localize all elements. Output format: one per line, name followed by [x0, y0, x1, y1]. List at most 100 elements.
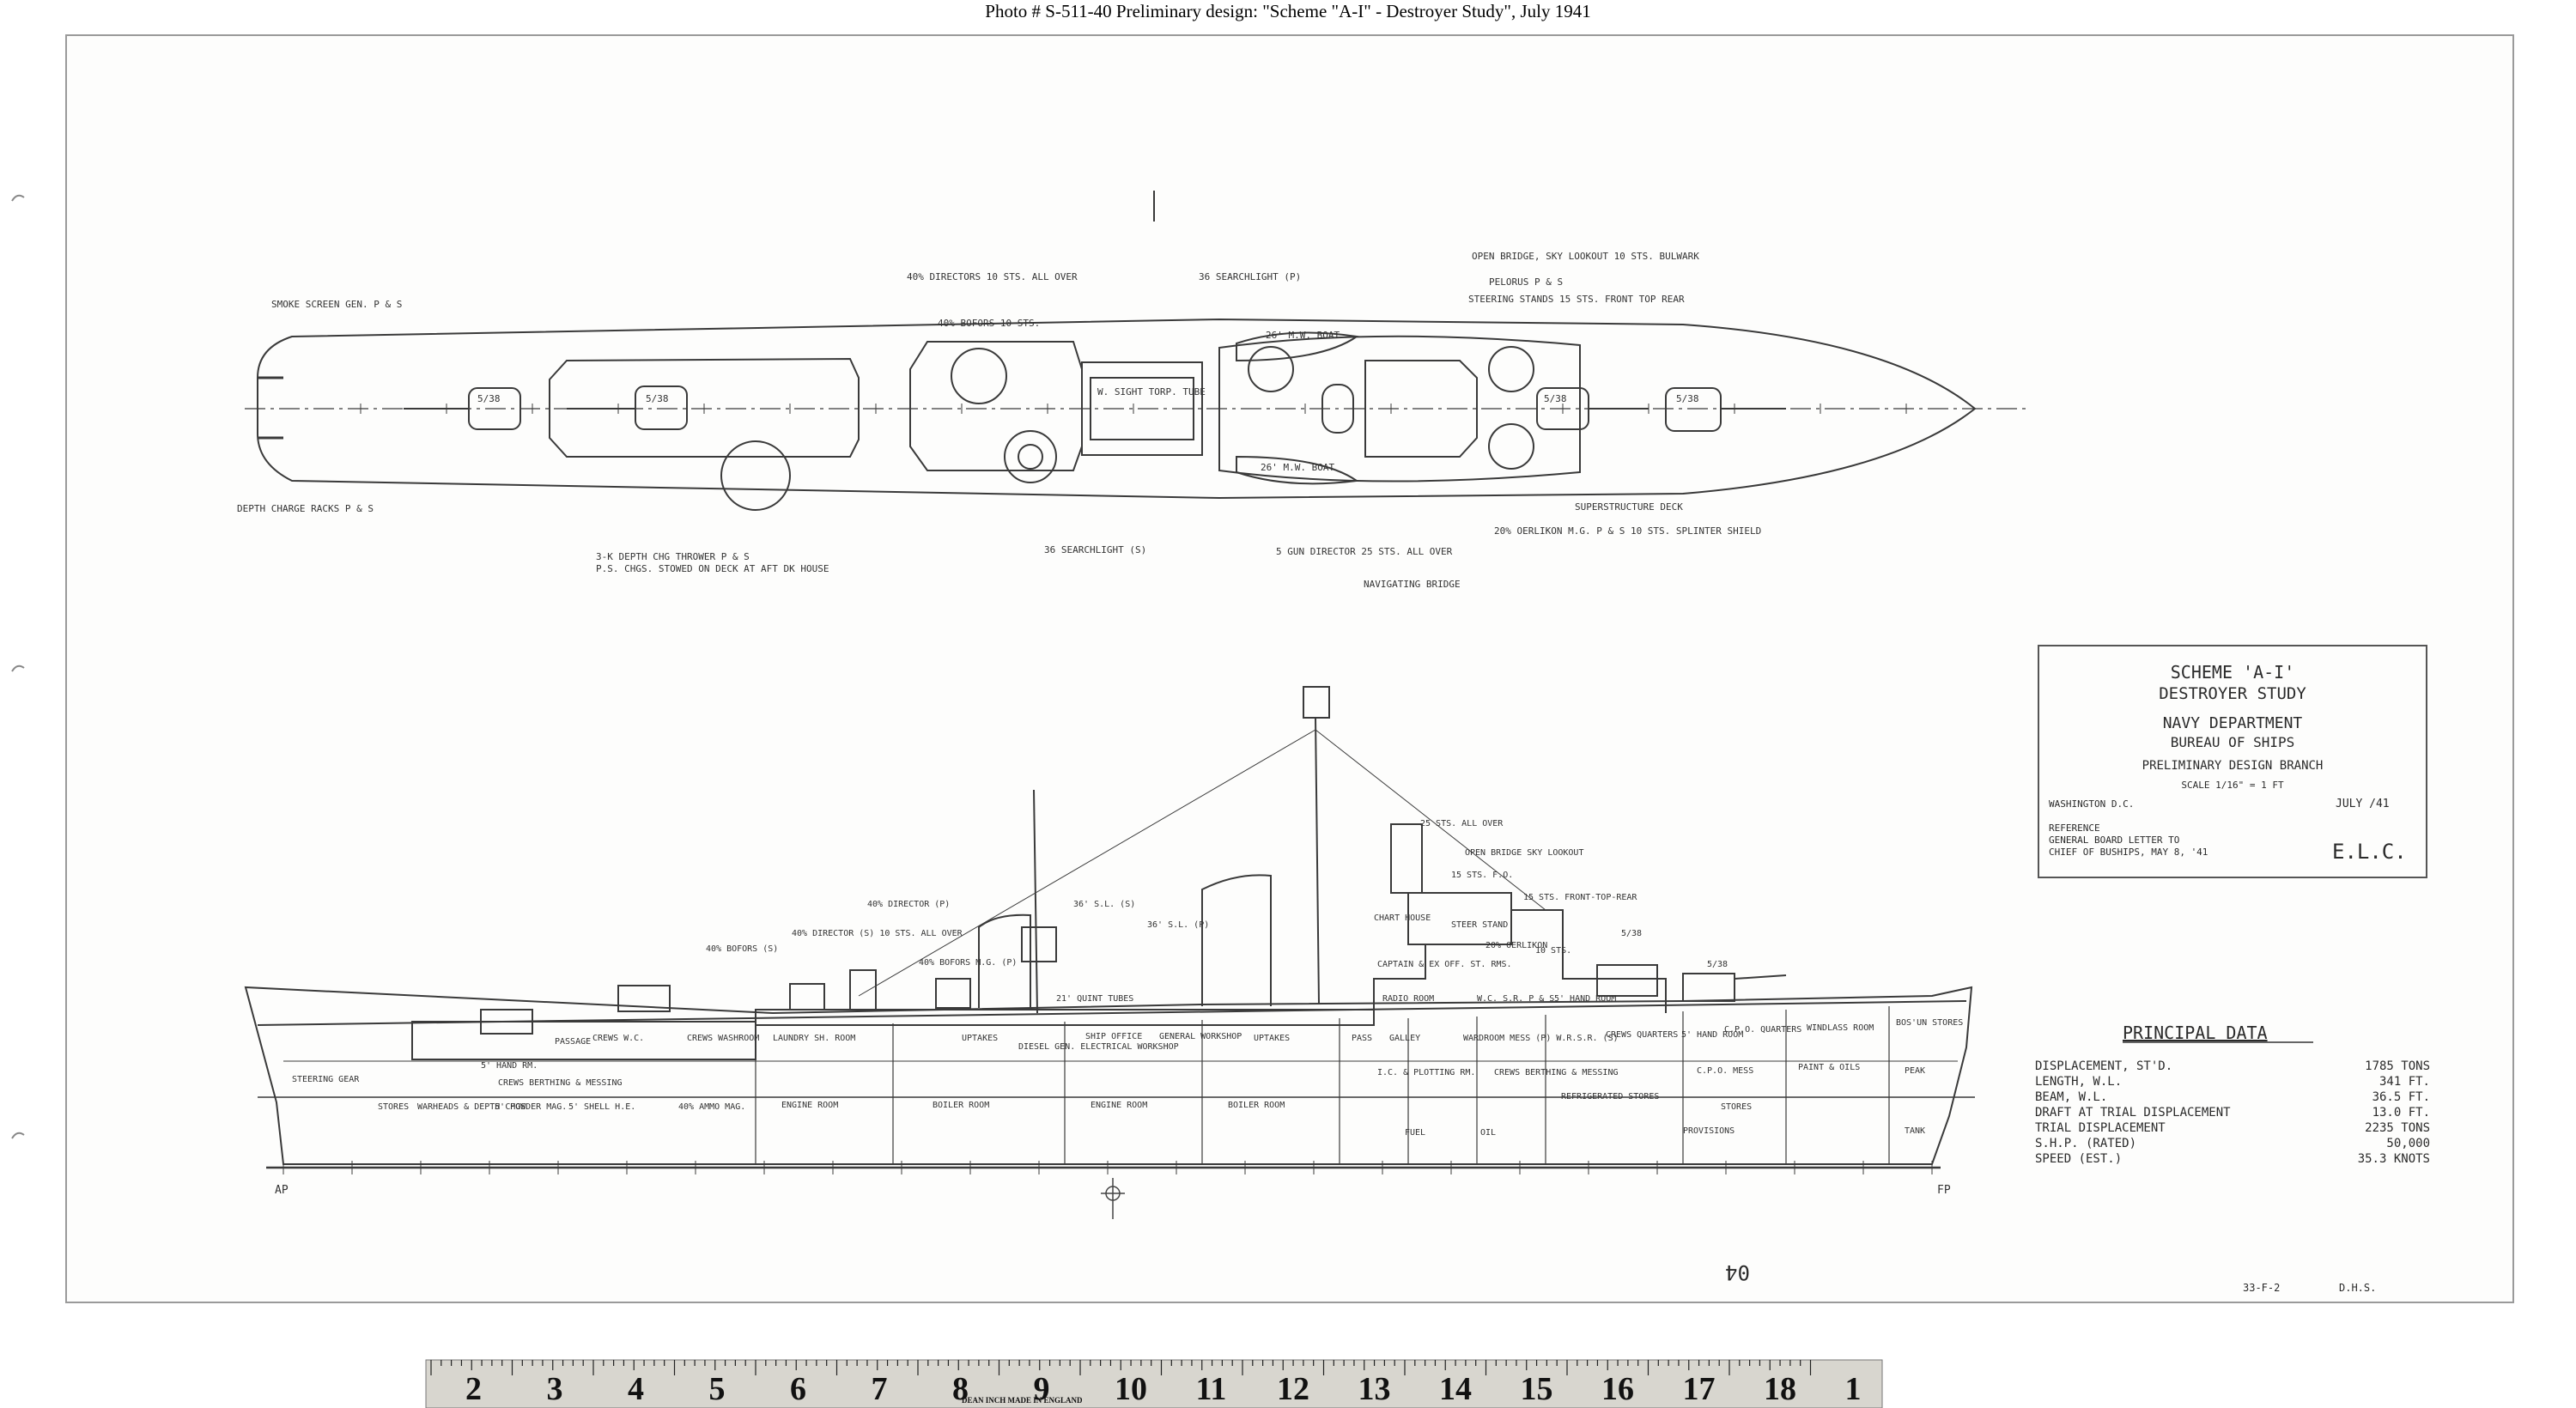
- principal-data-label: S.H.P. (RATED): [2035, 1137, 2136, 1150]
- file-reference: 33-F-2: [2243, 1282, 2280, 1294]
- director-tower: [1390, 823, 1423, 894]
- label-windlass: WINDLASS ROOM: [1807, 1023, 1874, 1033]
- principal-data-value: 35.3 KNOTS: [2358, 1152, 2430, 1166]
- principal-data-label: SPEED (EST.): [2035, 1152, 2122, 1166]
- bofors-tub-mid-1: [951, 348, 1007, 404]
- label-mount-c: 5/38: [1544, 393, 1567, 404]
- title-ref-3: CHIEF OF BUSHIPS, MAY 8, '41: [2049, 847, 2208, 858]
- superstructure-outline: [1218, 335, 1581, 482]
- label-director-1: 40% DIRECTOR (S) 10 STS. ALL OVER: [792, 929, 963, 938]
- gun-aft-2-profile: [617, 985, 671, 1012]
- label-captain: CAPTAIN & EX OFF. ST. RMS.: [1377, 960, 1512, 969]
- principal-data-label: DRAFT AT TRIAL DISPLACEMENT: [2035, 1106, 2231, 1120]
- label-cpo-quarters: C.P.O. QUARTERS: [1724, 1025, 1801, 1035]
- label-ship-office: SHIP OFFICE: [1085, 1032, 1142, 1041]
- label-searchlight-top: 36 SEARCHLIGHT (P): [1199, 271, 1301, 282]
- title-line-5: PRELIMINARY DESIGN BRANCH: [2142, 759, 2324, 773]
- label-powder-mag: 5' POWDER MAG.: [495, 1102, 567, 1112]
- principal-data-label: LENGTH, W.L.: [2035, 1075, 2122, 1089]
- label-chart-house: CHART HOUSE: [1374, 913, 1431, 923]
- label-boat-bottom: 26' M.W. BOAT: [1261, 462, 1334, 473]
- sheet-footer: 04 33-F-2 D.H.S.: [1725, 1260, 2376, 1294]
- ruler-number: 8: [952, 1371, 969, 1407]
- label-ap: AP: [275, 1184, 289, 1197]
- label-engine-aft: ENGINE ROOM: [781, 1101, 838, 1110]
- plan-view: [245, 191, 2026, 511]
- title-line-3: NAVY DEPARTMENT: [2163, 714, 2303, 732]
- label-sky-lookout: OPEN BRIDGE SKY LOOKOUT: [1465, 848, 1583, 858]
- label-hand-room-2: 5' HAND ROOM: [1681, 1030, 1743, 1040]
- label-director-2: 40% DIRECTOR (P): [867, 900, 950, 909]
- label-peak: PEAK: [1905, 1066, 1925, 1076]
- title-date: JULY /41: [2336, 798, 2390, 810]
- label-oil: OIL: [1480, 1128, 1496, 1138]
- label-cpo-mess: C.P.O. MESS: [1697, 1066, 1753, 1076]
- title-block-border: [2038, 645, 2427, 878]
- label-directors-40mm: 40% DIRECTORS 10 STS. ALL OVER: [907, 271, 1078, 282]
- gun-fwd-1-profile: [1596, 964, 1658, 997]
- label-navigating-bridge: NAVIGATING BRIDGE: [1364, 579, 1461, 590]
- label-boiler-aft: BOILER ROOM: [933, 1101, 989, 1110]
- funnel-aft-profile: [978, 913, 1031, 1008]
- principal-data-label: DISPLACEMENT, ST'D.: [2035, 1059, 2172, 1073]
- label-crews-berthing: CREWS BERTHING & MESSING: [498, 1078, 623, 1088]
- ruler-number: 11: [1196, 1371, 1227, 1407]
- principal-data-heading: PRINCIPAL DATA: [2123, 1023, 2268, 1043]
- ruler-ticks: [430, 1360, 1812, 1375]
- label-workshop: GENERAL WORKSHOP: [1159, 1032, 1242, 1041]
- funnel-fwd-profile: [1201, 874, 1272, 1006]
- label-engine-fwd: ENGINE ROOM: [1091, 1101, 1147, 1110]
- bofors-tub-profile-1: [789, 983, 825, 1010]
- profile-view: [244, 686, 1975, 1174]
- baseline-frame-ticks: [283, 1161, 1933, 1174]
- principal-data-value: 2235 TONS: [2365, 1121, 2430, 1135]
- label-crews-wc: CREWS W.C.: [592, 1034, 644, 1043]
- label-depth-charge-throwers: 3-K DEPTH CHG THROWER P & S: [596, 551, 750, 562]
- ruler-body: [425, 1359, 1883, 1408]
- label-boat-top: 26' M.W. BOAT: [1266, 330, 1340, 341]
- title-place: WASHINGTON D.C.: [2049, 798, 2134, 810]
- label-laundry: LAUNDRY SH. ROOM: [773, 1034, 855, 1043]
- ruler-number: 4: [628, 1371, 644, 1407]
- label-stores-aft: STORES: [378, 1102, 409, 1112]
- ruler-number: 18: [1764, 1371, 1796, 1407]
- label-smoke-screen: SMOKE SCREEN GEN. P & S: [271, 299, 402, 310]
- ruler-number: 7: [872, 1371, 888, 1407]
- bridge-block: [1364, 360, 1478, 458]
- label-crews-quarters: CREWS QUARTERS: [1606, 1030, 1678, 1040]
- label-ic-plotting: I.C. & PLOTTING RM.: [1377, 1068, 1475, 1077]
- title-initials: E.L.C.: [2332, 840, 2407, 864]
- label-hand-room: 5' HAND ROOM: [1554, 994, 1616, 1004]
- label-crews-washroom: CREWS WASHROOM: [687, 1034, 759, 1043]
- principal-data-value: 1785 TONS: [2365, 1059, 2430, 1073]
- midship-mark: [1101, 1178, 1125, 1219]
- label-paint: PAINT & OILS: [1798, 1063, 1860, 1072]
- label-galley: GALLEY: [1389, 1034, 1420, 1043]
- ruler-number: 2: [465, 1371, 482, 1407]
- main-mast: [1315, 717, 1320, 1005]
- label-ammo: 40% AMMO MAG.: [678, 1102, 745, 1112]
- label-sl-1: 36' S.L. (S): [1073, 900, 1135, 909]
- label-bosun: BOS'UN STORES: [1896, 1018, 1963, 1028]
- label-steering-gear: STEERING GEAR: [292, 1075, 360, 1084]
- principal-data-value: 50,000: [2386, 1137, 2430, 1150]
- label-oerlikon-p: 20% OERLIKON: [1485, 941, 1547, 950]
- label-torp-tubes: 21' QUINT TUBES: [1056, 994, 1133, 1004]
- bulkheads: [755, 1006, 1890, 1164]
- label-wardroom: WARDROOM MESS (P) W.R.S.R. (S): [1463, 1034, 1619, 1043]
- title-scale: SCALE 1/16" = 1 FT: [2181, 780, 2284, 791]
- label-open-bridge: OPEN BRIDGE, SKY LOOKOUT 10 STS. BULWARK: [1472, 251, 1699, 262]
- bridge-house-profile: [1407, 892, 1512, 945]
- label-searchlight-bottom: 36 SEARCHLIGHT (S): [1044, 544, 1146, 555]
- aft-deckhouse-profile: [411, 1021, 756, 1060]
- principal-data-value: 13.0 FT.: [2372, 1106, 2430, 1120]
- oerlikon-top: [1488, 346, 1534, 392]
- mast-stay-fwd: [1315, 729, 1546, 911]
- title-line-4: BUREAU OF SHIPS: [2171, 734, 2295, 750]
- gun-barrel-fwd-profile: [1734, 974, 1787, 980]
- drawing-sheet: [65, 34, 2514, 1303]
- ruler-maker-label: DEAN INCH MADE IN ENGLAND: [962, 1396, 1083, 1405]
- ruler-number: 1: [1845, 1371, 1862, 1407]
